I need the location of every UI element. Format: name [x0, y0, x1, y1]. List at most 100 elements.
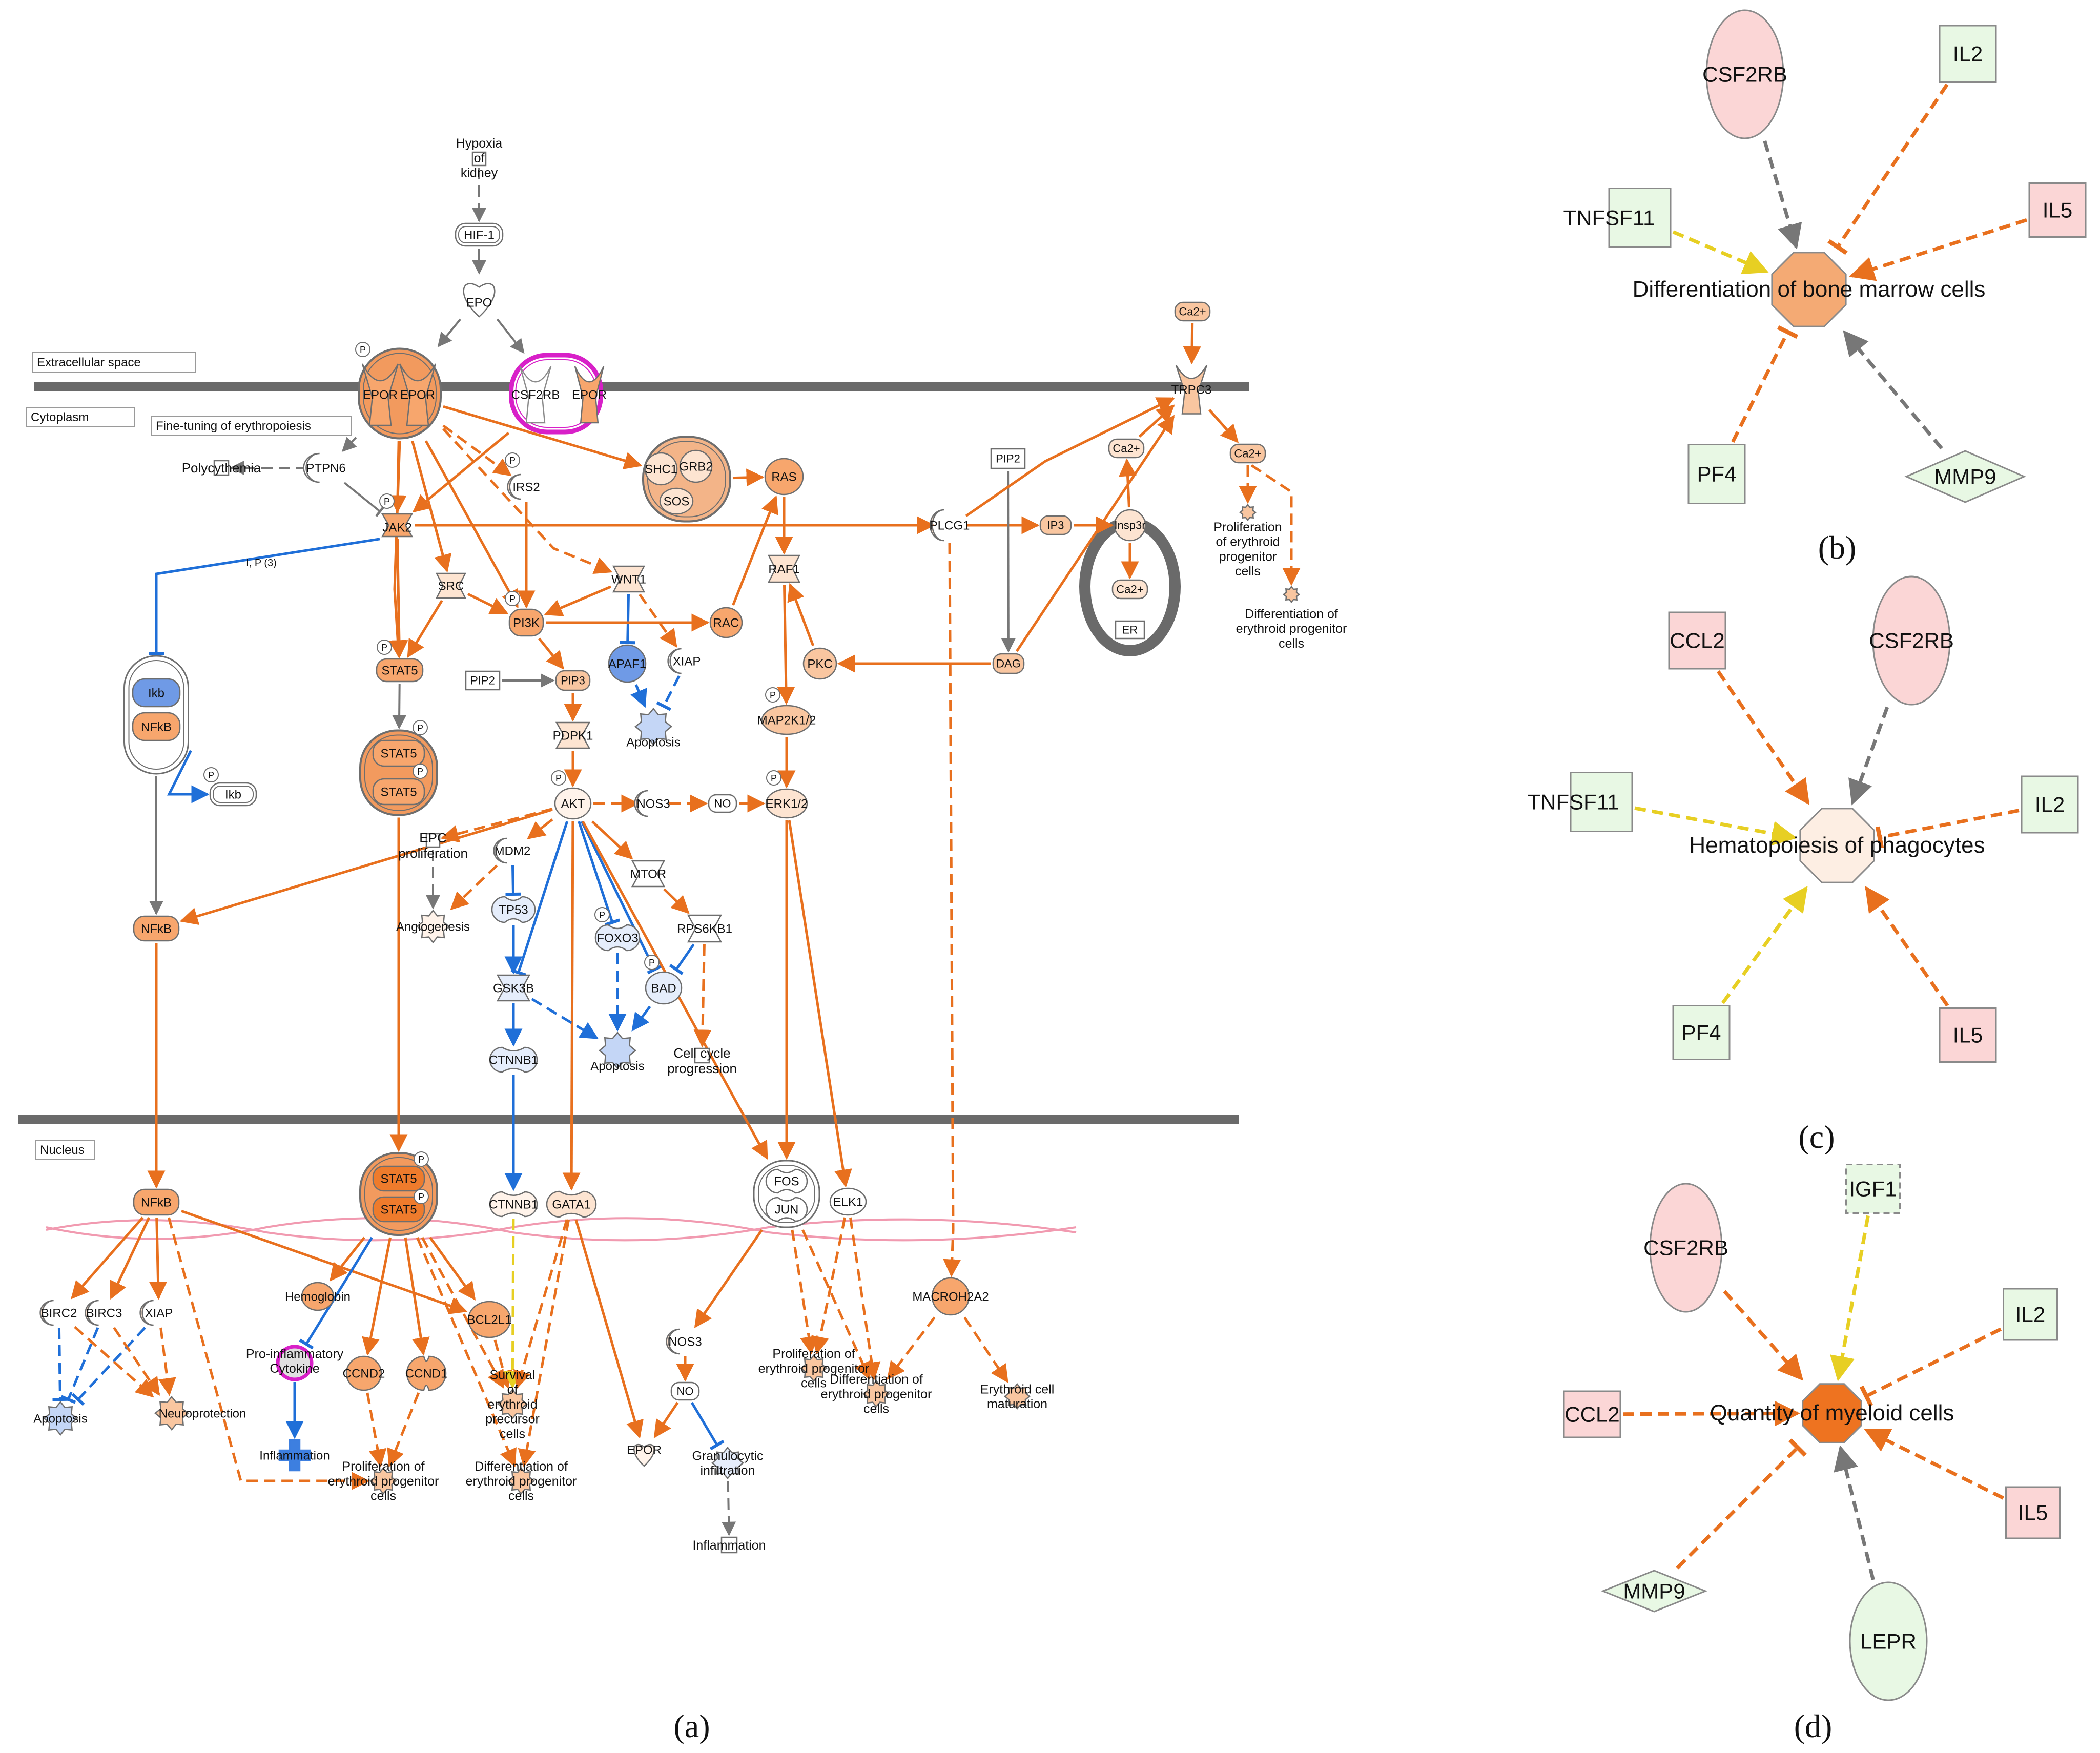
label-nucleus: Nucleus [35, 1140, 95, 1160]
edge-stat5cc-diff_bot [416, 1237, 517, 1468]
label-epo: EPO [466, 296, 492, 310]
node-b_mmp9: MMP9 [1904, 450, 2026, 503]
edge-ccnd2-prolif_bot [366, 1392, 387, 1468]
label-elk1: ELK1 [833, 1195, 863, 1209]
label-angiogenesis: Angiogenesis [396, 920, 470, 934]
node-erk: ERK1/2P [766, 770, 808, 819]
label-stat5c2: STAT5 [380, 1203, 417, 1216]
node-xiap2: XIAP [139, 1300, 173, 1326]
node-apaf1: APAF1 [608, 644, 647, 683]
edge-rps6kb1-cellcycle [693, 944, 712, 1048]
edge-ca_right-diff_mid [1250, 464, 1301, 586]
node-hemoglobin: Hemoglobin [285, 1282, 351, 1311]
node-no1: NO [708, 794, 737, 813]
edge-rps6kb1-bad [669, 943, 695, 975]
panel-label-b: (b) [1818, 529, 1857, 566]
label-map2k: MAP2K1/2 [757, 713, 816, 727]
node-shc1: SHC1 [644, 452, 678, 486]
node-c_il2: IL2 [2021, 775, 2079, 834]
node-mtor: MTOR [630, 860, 666, 888]
label-ikb1: Ikb [148, 686, 164, 700]
phospho-badge-stat5b1: P [417, 723, 423, 733]
node-d_csf2rb: CSF2RB [1643, 1183, 1728, 1313]
phospho-badge-jak2: P [384, 497, 390, 507]
label-xiap2: XIAP [145, 1306, 173, 1320]
label-epor2: EPOR [400, 388, 435, 402]
edge-gata1-epor4 [574, 1219, 644, 1439]
node-ca_mid: Ca2+ [1108, 438, 1145, 459]
node-nos3a: NOS3 [634, 790, 670, 817]
edge-stat5cc-proinflam [299, 1236, 373, 1350]
node-ptpn6: PTPN6 [303, 452, 346, 483]
edge-xiap1-apoptosis1 [656, 675, 681, 711]
label-foxo3: FOXO3 [596, 931, 638, 945]
label-pip3: PIP3 [561, 674, 585, 687]
node-ccnd1: CCND1 [405, 1355, 447, 1391]
node-b_tnfsf11: TNFSF11 [1563, 188, 1672, 248]
node-grb2: GRB2 [679, 449, 713, 483]
label-birc3: BIRC3 [86, 1306, 122, 1320]
edge-c_csf2rb-c_center [1848, 706, 1889, 806]
node-pkc: PKC [802, 647, 837, 680]
edge-apaf1-apoptosis1 [630, 684, 647, 708]
node-xiap1: XIAP [667, 648, 701, 674]
label-insp3r: Insp3r [1114, 519, 1145, 532]
label-plcg1: PLCG1 [930, 519, 970, 532]
label-d_mmp9: MMP9 [1623, 1579, 1685, 1603]
label-trpc3: TRPC3 [1171, 383, 1212, 397]
edge-stat5a-stat5bc [392, 684, 407, 730]
label-ccnd2: CCND2 [343, 1367, 385, 1380]
label-ptpn6: PTPN6 [306, 461, 345, 475]
label-b_tnfsf11: TNFSF11 [1563, 206, 1655, 230]
node-ca_top: Ca2+ [1174, 301, 1211, 322]
edge-epo-eporc [437, 318, 461, 347]
node-no2: NO [670, 1381, 700, 1401]
label-c_ccl2: CCL2 [1670, 629, 1724, 653]
node-ca_er: Ca2+ [1111, 579, 1148, 600]
node-elk1: ELK1 [829, 1187, 867, 1216]
edge-akt-gata1 [562, 821, 581, 1191]
label-no1: NO [714, 797, 731, 810]
node-polycythemia: Polycythemia [182, 460, 261, 476]
label-d_il2: IL2 [2015, 1303, 2045, 1327]
label-ctnnb1a: CTNNB1 [489, 1053, 538, 1067]
edge-fosc-prolif_top [791, 1229, 818, 1355]
edge-mtor-rps6kb1 [663, 888, 690, 914]
label-c_pf4: PF4 [1681, 1021, 1721, 1045]
label-rac: RAC [713, 616, 739, 630]
edge-pkc-raf1 [787, 583, 815, 646]
edge-ptpn6-jak2 [343, 482, 385, 517]
edge-ctnnb1b-survival [503, 1219, 522, 1389]
label-b_center: Differentiation of bone marrow cells [1633, 277, 1986, 302]
edge-eporc-wnt1 [442, 428, 613, 574]
phospho-badge-ikb2: P [208, 770, 214, 780]
label-b_mmp9: MMP9 [1934, 465, 1996, 489]
label-erk: ERK1/2 [766, 797, 808, 811]
edge-bad-apoptosis2 [631, 1005, 651, 1032]
node-epor3: EPOR [572, 366, 607, 424]
edge-plcg1-trpc3 [965, 397, 1176, 518]
edge-macroh2a2-erymat [963, 1316, 1008, 1383]
node-d_mmp9: MMP9 [1600, 1570, 1708, 1613]
node-diff_mid [1283, 586, 1300, 603]
edge-nfkb3-birc3 [110, 1216, 151, 1300]
edge-b_tnfsf11-b_center [1672, 230, 1769, 275]
edge-mdm2-angiogenesis [450, 864, 498, 911]
edge-akt-foxo3 [578, 821, 621, 926]
label-cytoplasm: Cytoplasm [26, 407, 135, 427]
node-pip2a: PIP2 [990, 448, 1026, 469]
label-epor1: EPOR [363, 388, 398, 402]
plasma-membrane [34, 382, 1249, 391]
label-b_pf4: PF4 [1697, 462, 1736, 486]
